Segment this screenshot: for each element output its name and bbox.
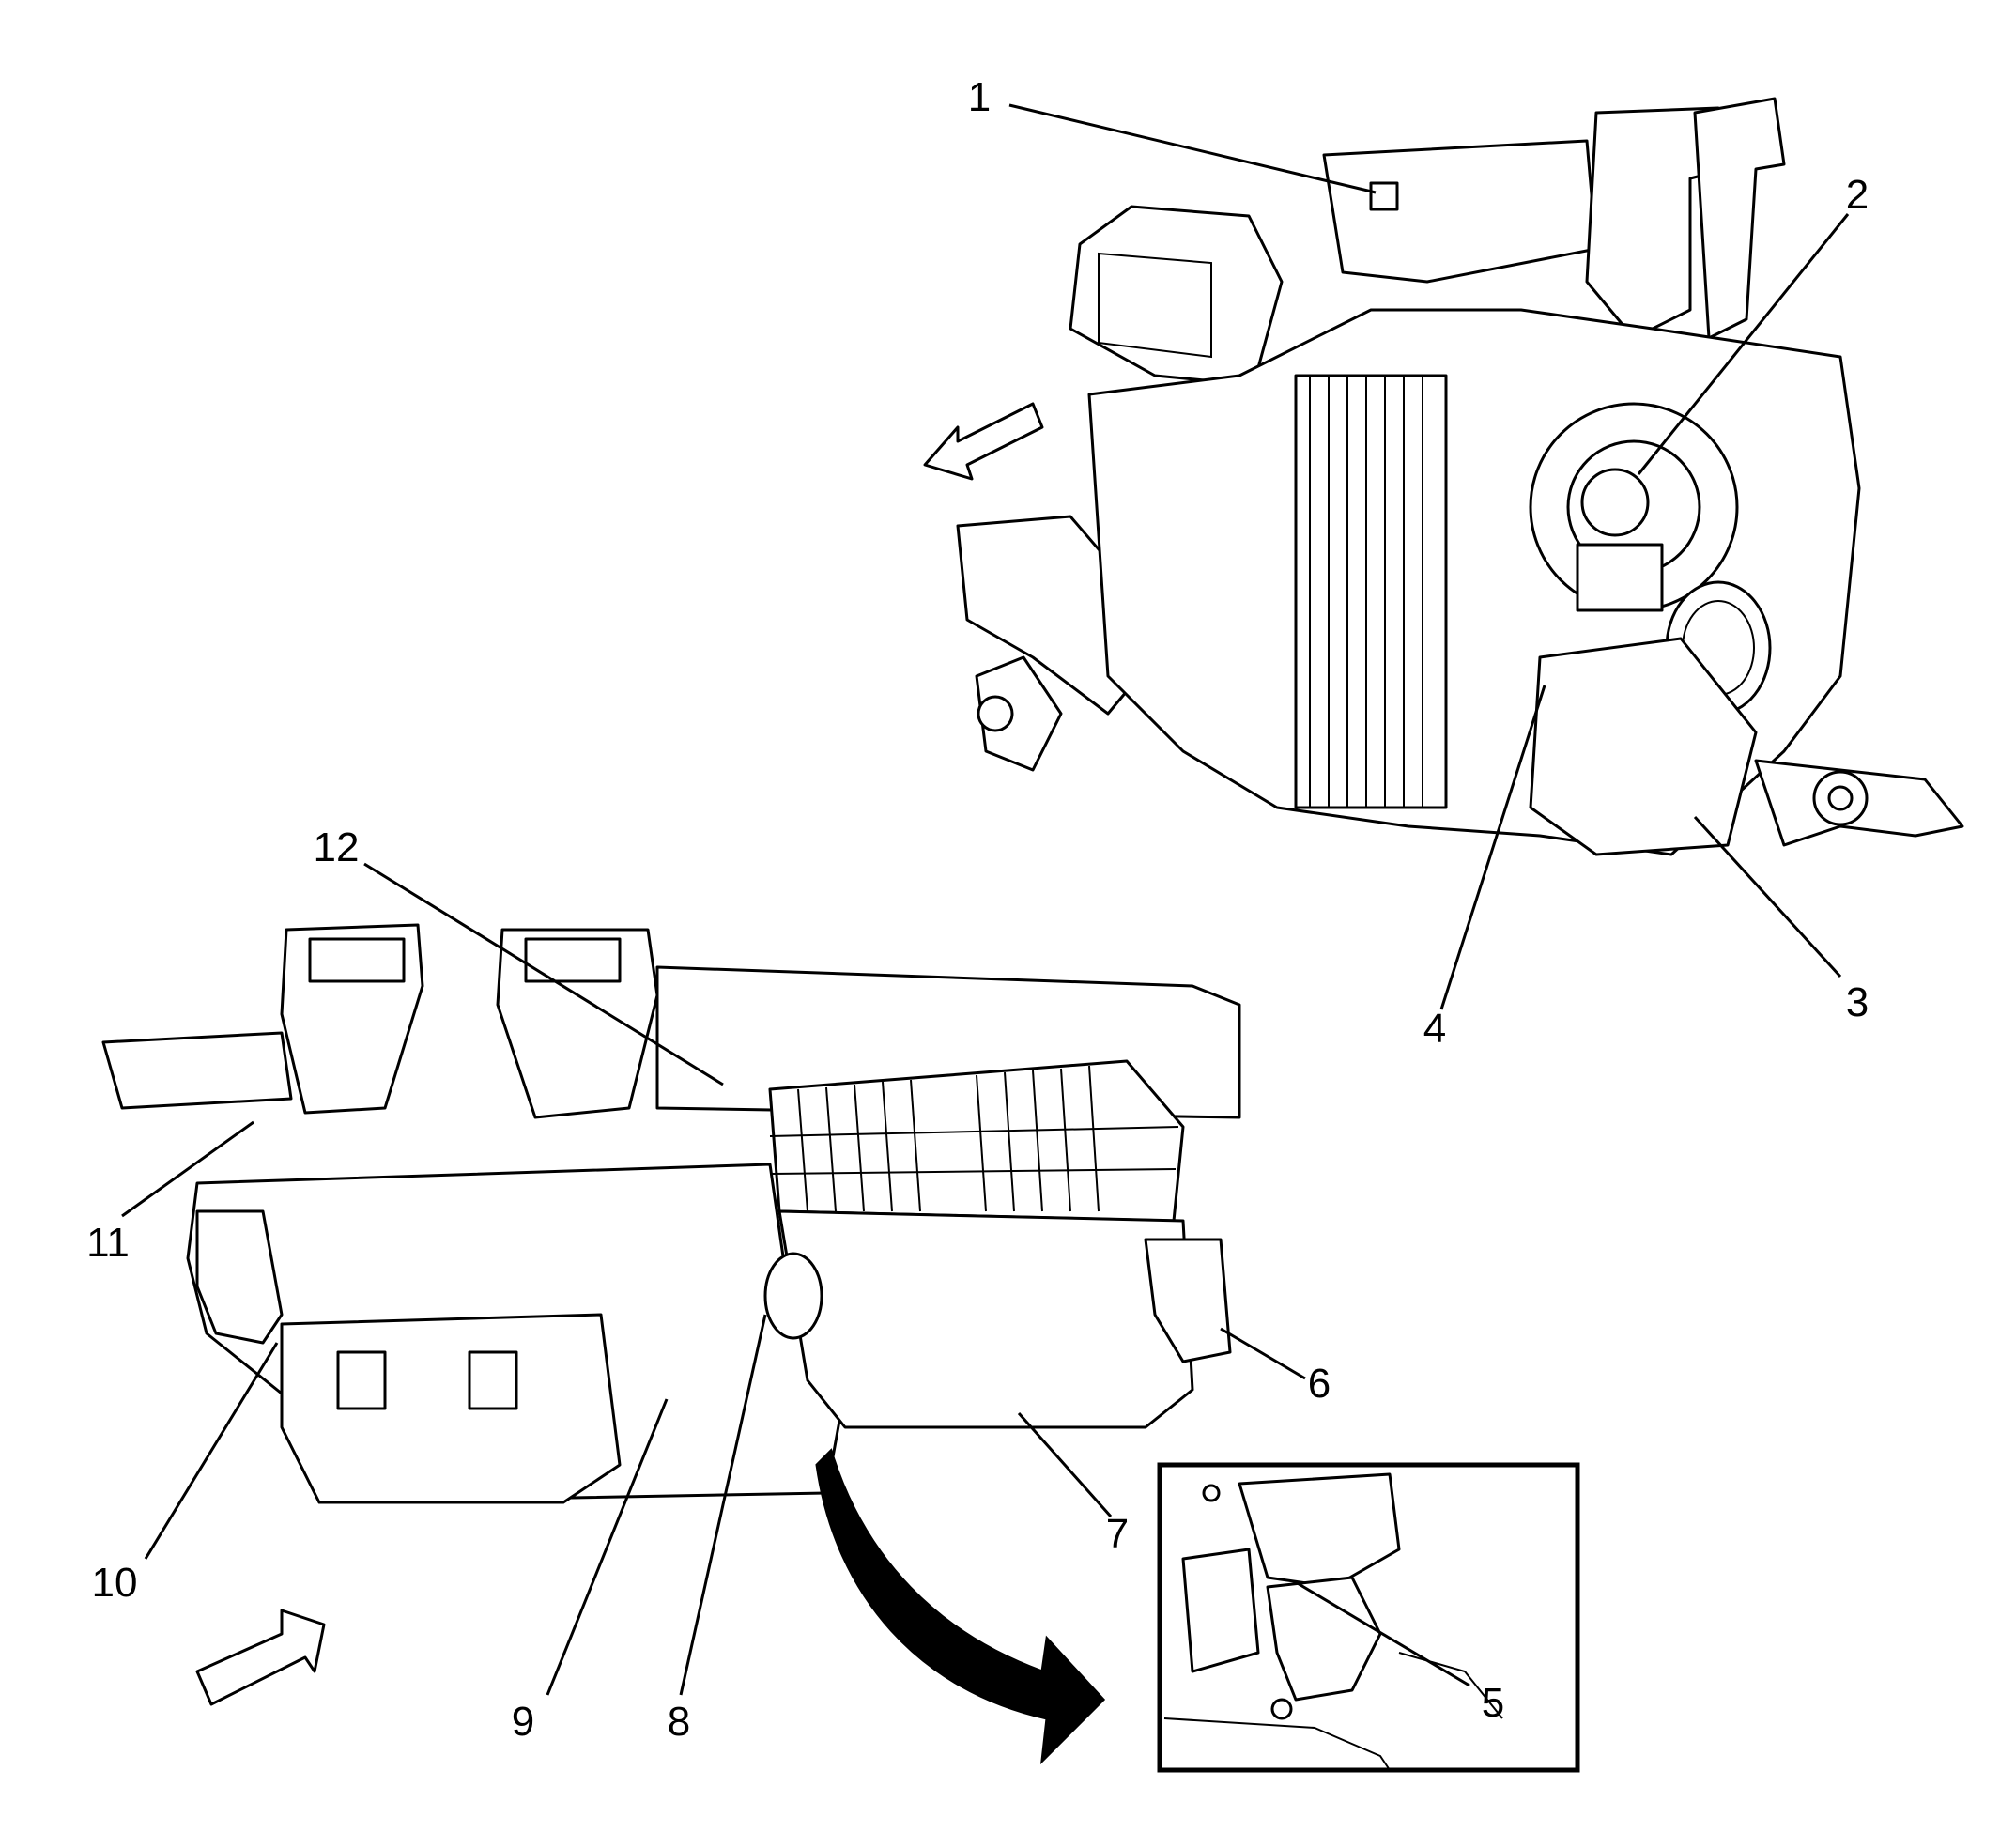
leader-4 [1439,685,1546,1010]
direction-arrow-left [923,402,1044,481]
detail-inset [1157,1462,1580,1773]
leader-12 [363,862,724,1086]
callout-7: 7 [1106,1511,1129,1557]
upper-hvac-assembly [923,97,1964,856]
leader-6 [1220,1327,1306,1380]
callout-1: 1 [968,74,991,120]
leader-2 [1637,213,1850,475]
blower-motor-actuator [1529,402,1739,612]
callout-10: 10 [92,1560,138,1606]
lower-hvac-assembly [101,923,1241,1765]
leader-10 [144,1342,279,1560]
lower-cabin-filter-grille [768,1059,1185,1223]
leader-1 [1008,103,1377,194]
callout-5: 5 [1482,1680,1504,1726]
callout-4: 4 [1423,1006,1446,1052]
callout-8: 8 [668,1699,690,1745]
upper-evaporator-core [1294,374,1448,809]
callout-3: 3 [1846,979,1869,1025]
leader-11 [121,1120,254,1218]
direction-arrow-right [195,1609,326,1706]
callout-2: 2 [1846,172,1869,218]
leader-lines [121,103,1850,1696]
leader-5 [1295,1580,1470,1687]
leader-8 [679,1314,767,1696]
leader-3 [1693,815,1842,978]
callout-11: 11 [86,1220,130,1266]
callout-12: 12 [314,824,360,870]
callout-6: 6 [1308,1361,1331,1407]
callout-9: 9 [512,1699,534,1745]
curved-arrow [815,1448,1106,1765]
leader-9 [546,1398,669,1696]
callout-labels: 1 2 3 4 5 6 7 8 9 10 11 12 [86,74,1869,1745]
leader-7 [1017,1412,1113,1517]
